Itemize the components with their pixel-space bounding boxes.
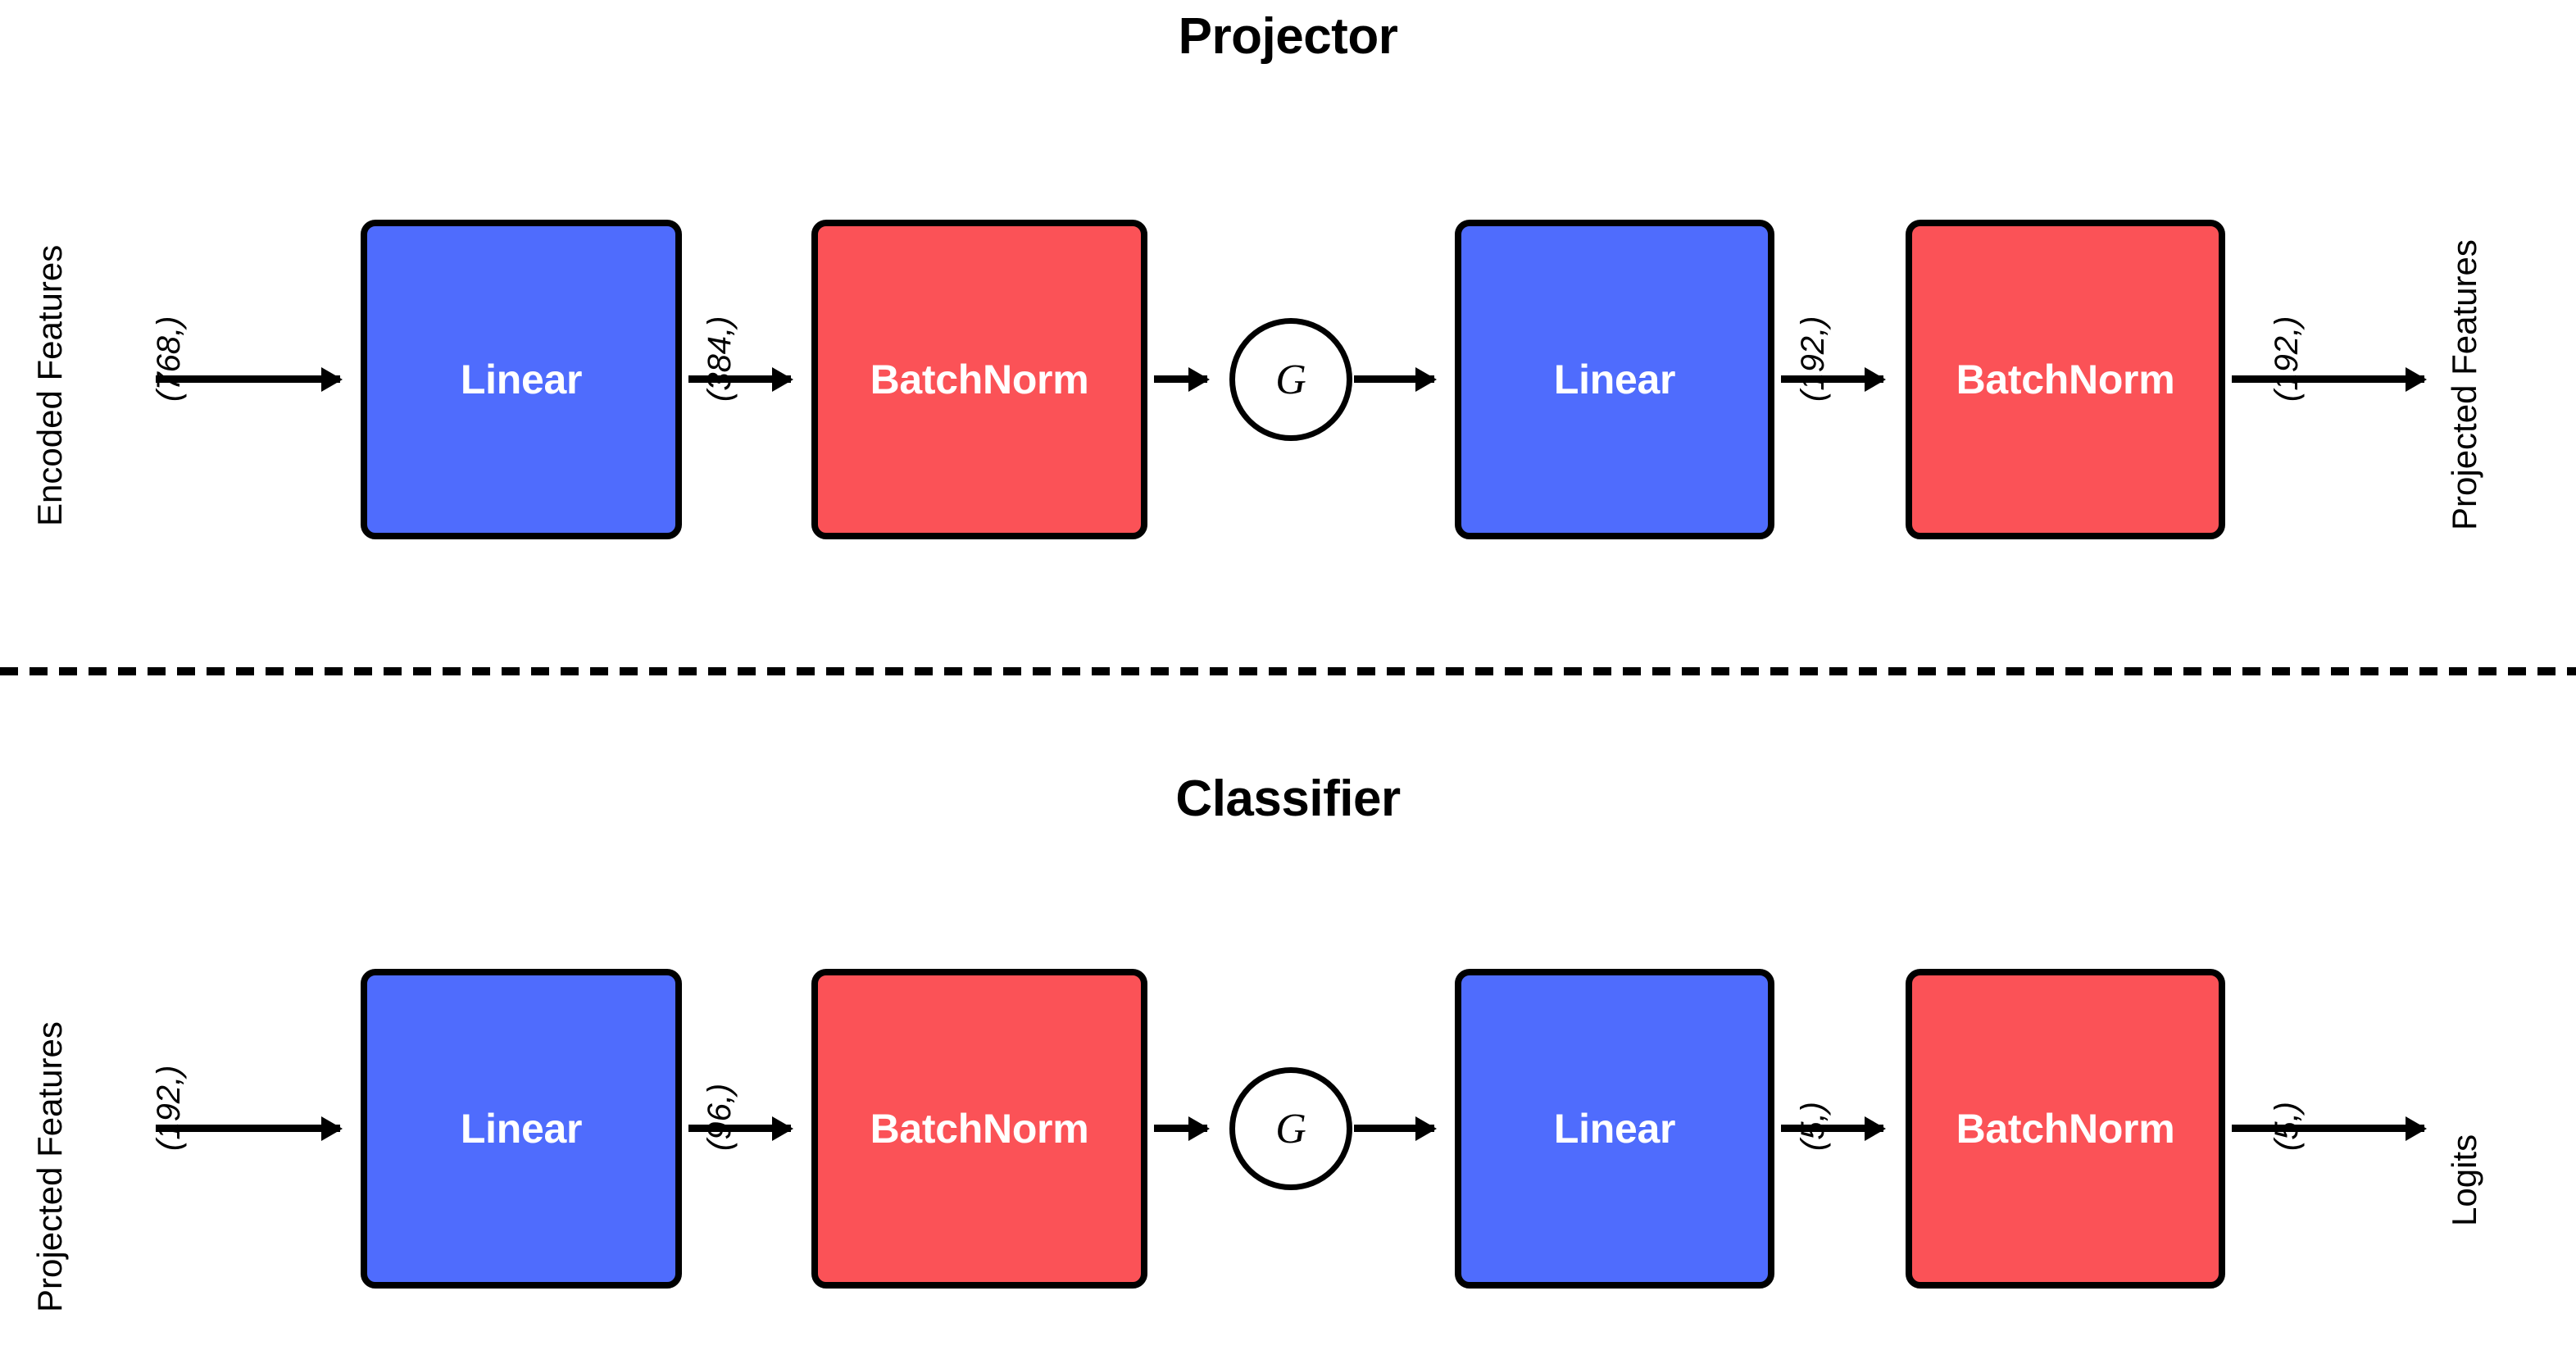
classifier-input-shape-label: (192,): [151, 1065, 187, 1152]
classifier-arrow-2: [1154, 1125, 1207, 1132]
classifier-linear-2[interactable]: Linear: [1455, 969, 1774, 1289]
section-divider: [0, 667, 2576, 675]
projector-batchnorm-2[interactable]: BatchNorm: [1906, 220, 2225, 539]
classifier-arrow-3: [1354, 1125, 1434, 1132]
classifier-output-arrow: [2232, 1125, 2424, 1132]
projector-arrow-4: [1781, 375, 1883, 383]
projector-input-arrow: [156, 375, 340, 383]
classifier-activation-gelu-icon: G: [1229, 1067, 1352, 1190]
classifier-arrow-4: [1781, 1125, 1883, 1132]
projector-arrow-1: [688, 375, 791, 383]
projector-input-label: Encoded Features: [30, 244, 69, 526]
projector-arrow-3: [1354, 375, 1434, 383]
projector-linear-1[interactable]: Linear: [361, 220, 682, 539]
projector-section-title: Projector: [1178, 8, 1398, 65]
projector-output-arrow: [2232, 375, 2424, 383]
classifier-input-label: Projected Features: [30, 1021, 69, 1312]
projector-arrow-2: [1154, 375, 1207, 383]
classifier-output-label: Logits: [2445, 1134, 2483, 1226]
classifier-arrow-1: [688, 1125, 791, 1132]
projector-output-shape-label: (192,): [2269, 316, 2305, 402]
classifier-batchnorm-2[interactable]: BatchNorm: [1906, 969, 2225, 1289]
projector-activation-gelu-icon: G: [1229, 318, 1352, 441]
projector-pipeline: Encoded Features (768,) Linear (384,) Ba…: [0, 205, 2576, 557]
classifier-linear-1[interactable]: Linear: [361, 969, 682, 1289]
projector-linear-2[interactable]: Linear: [1455, 220, 1774, 539]
classifier-input-arrow: [156, 1125, 340, 1132]
projector-output-label: Projected Features: [2445, 239, 2483, 530]
classifier-shape-after-linear-1: (96,): [702, 1083, 738, 1151]
classifier-section-title: Classifier: [1175, 770, 1401, 827]
projector-input-shape-label: (768,): [151, 316, 187, 402]
classifier-pipeline: Projected Features (192,) Linear (96,) B…: [0, 954, 2576, 1312]
classifier-batchnorm-1[interactable]: BatchNorm: [811, 969, 1147, 1289]
projector-batchnorm-1[interactable]: BatchNorm: [811, 220, 1147, 539]
projector-shape-after-linear-2: (192,): [1795, 316, 1831, 402]
projector-shape-after-linear-1: (384,): [702, 316, 738, 402]
